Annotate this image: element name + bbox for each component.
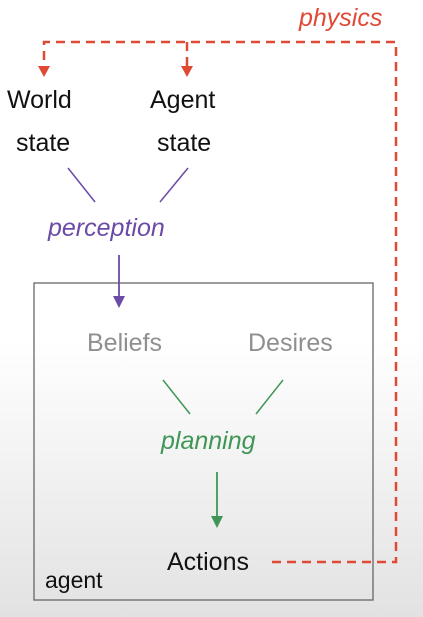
agent-state-to-perception-line	[159, 167, 189, 203]
beliefs-label: Beliefs	[87, 329, 163, 357]
planning-label: planning	[161, 427, 256, 455]
beliefs-to-planning-line	[162, 379, 191, 415]
agent-state-label-line2: state	[157, 129, 212, 157]
world-state-label-line1: World	[7, 86, 72, 114]
desires-to-planning-line	[255, 379, 284, 415]
agent-box	[33, 282, 374, 601]
world-state-label-line2: state	[16, 129, 71, 157]
perception-arrowhead	[113, 296, 125, 308]
physics-loop	[42, 40, 398, 564]
desires-label: Desires	[248, 329, 333, 357]
physics-label: physics	[299, 4, 383, 32]
physics-arrowhead-agent-state	[181, 66, 193, 77]
world-state-to-perception-line	[67, 167, 96, 203]
actions-label: Actions	[167, 548, 249, 576]
agent-box-label: agent	[45, 567, 103, 593]
planning-arrowhead	[211, 516, 223, 528]
agent-state-label-line1: Agent	[150, 86, 216, 114]
physics-arrowhead-world-state	[38, 66, 50, 77]
perception-label: perception	[48, 214, 165, 242]
